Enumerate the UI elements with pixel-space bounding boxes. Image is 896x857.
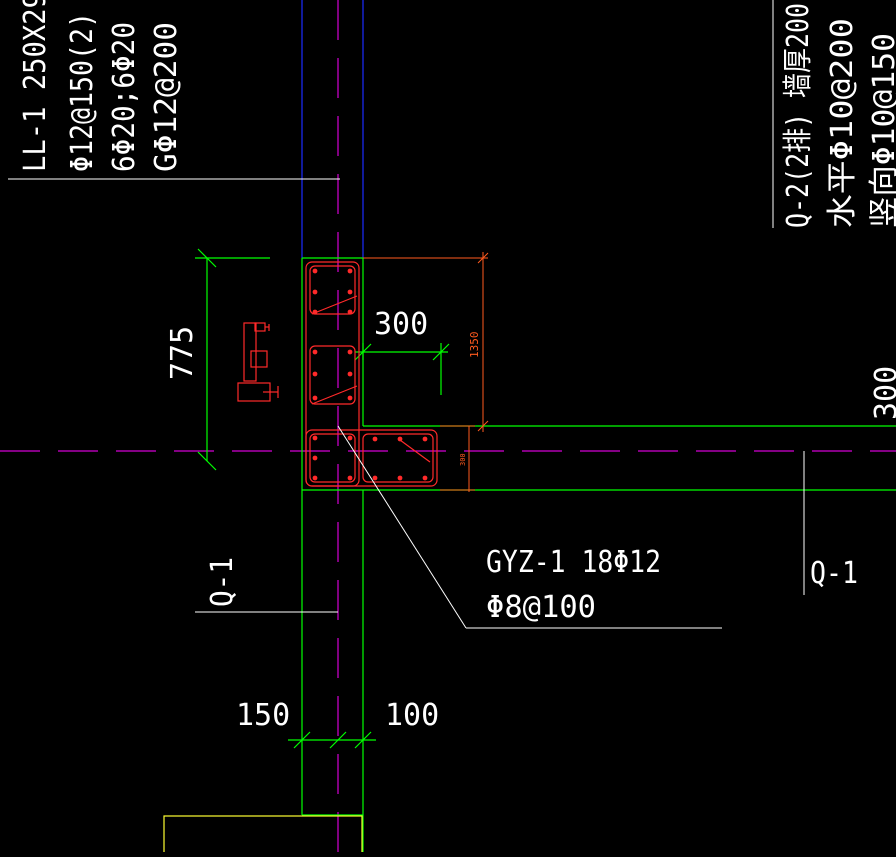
q2-line1: Q-2(2排) 墙厚200 bbox=[781, 3, 816, 228]
dimension-775 bbox=[195, 248, 270, 471]
q2-line3: 竖向Φ10@150 bbox=[867, 33, 896, 228]
gyz-label-line2: Φ8@100 bbox=[486, 590, 596, 625]
gyz-leader-line bbox=[337, 425, 722, 629]
ll1-line1: LL-1 250X29 bbox=[18, 0, 53, 172]
dim-1350-text: 1350 bbox=[468, 332, 481, 359]
dimension-300 bbox=[354, 343, 450, 395]
q1-left-label: Q-1 bbox=[205, 557, 240, 607]
dimension-150-100 bbox=[288, 731, 376, 749]
right-dim-300: 300 bbox=[869, 366, 896, 420]
ll1-line2: Φ12@150(2) bbox=[65, 12, 100, 172]
yellow-element-outline bbox=[163, 815, 363, 857]
dimension-1350 bbox=[363, 252, 489, 432]
ll1-line4: GΦ12@200 bbox=[149, 22, 184, 172]
gyz-1-column-rebar bbox=[305, 261, 438, 487]
ll1-line3: 6Φ20;6Φ20 bbox=[107, 22, 142, 172]
dimension-300-small bbox=[440, 425, 475, 492]
dim-150-text: 150 bbox=[236, 698, 290, 733]
q2-line2: 水平Φ10@200 bbox=[825, 18, 860, 228]
rebar-dots bbox=[312, 268, 428, 481]
q1-right-label: Q-1 bbox=[810, 556, 858, 591]
dim-300-small-text: 300 bbox=[459, 453, 467, 466]
gyz-label-line1: GYZ-1 18Φ12 bbox=[486, 545, 661, 580]
dim-100-text: 100 bbox=[385, 698, 439, 733]
wall-outlines bbox=[301, 257, 896, 852]
dim-775-text: 775 bbox=[165, 326, 200, 380]
section-symbol-icon bbox=[237, 322, 279, 402]
dim-300-text: 300 bbox=[374, 307, 428, 342]
